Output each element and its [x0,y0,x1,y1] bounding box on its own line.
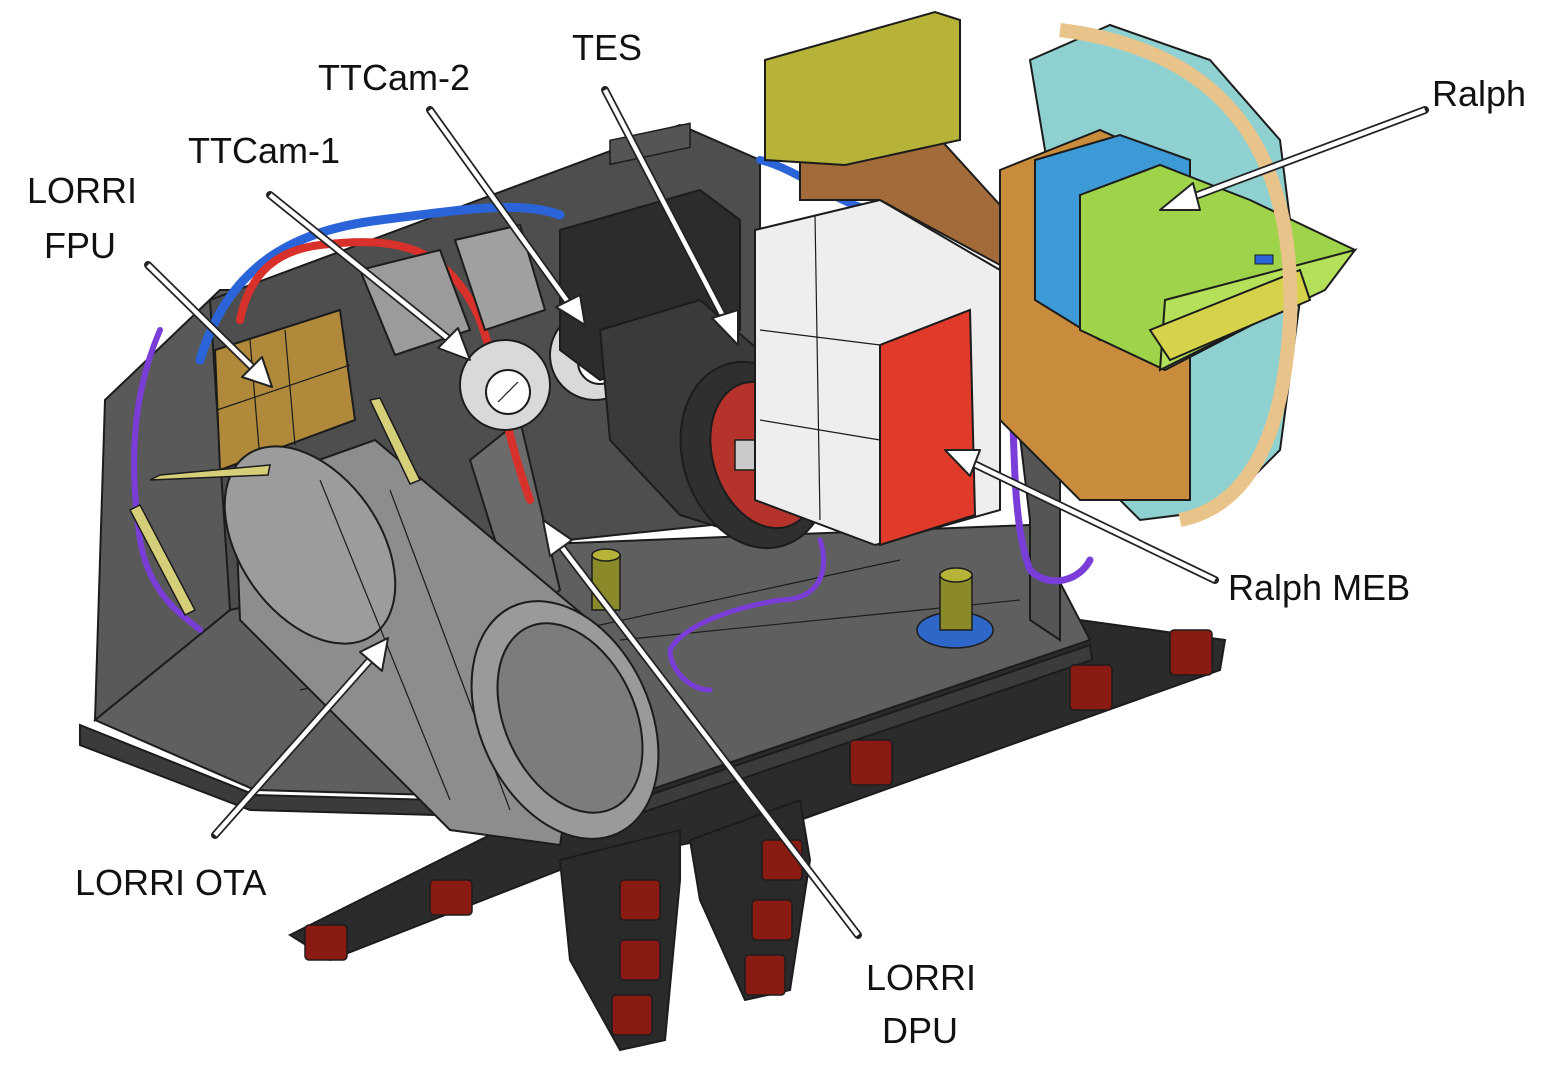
callout-labels: Ralph TES TTCam-2 TTCam-1 LORRI FPU Ralp… [24,24,1529,1054]
meb-red-panel [879,308,977,547]
label-tes: TES [572,27,642,68]
bracket [1169,629,1213,676]
olive-box [764,10,961,167]
bracket [1069,664,1113,711]
ota-support-struts [128,397,422,616]
bracket [619,939,661,981]
ota-mount-ring [223,445,397,645]
bracket [744,954,786,996]
strut-upper [149,464,271,481]
arrow-lorri-dpu [542,519,862,939]
ralph-sunshade-rim [1059,23,1298,527]
label-lorri-fpu-line2: FPU [44,225,116,266]
label-ralph-meb: Ralph MEB [1228,567,1410,608]
blue-cable-harness [195,202,565,365]
bracket [751,899,793,941]
bracket [304,924,348,961]
bracket [611,994,653,1036]
strut-right [368,397,422,485]
lorri-fpu-panel [213,308,357,472]
label-lorri-ota: LORRI OTA [75,862,266,903]
label-ttcam-2: TTCam-2 [318,57,470,98]
ttcam-1-camera [358,248,551,431]
bracket [619,879,661,921]
ralph-yellow-aperture [1148,268,1312,362]
arrow-ttcam-2 [426,106,586,326]
label-lorri-fpu-line1: LORRI [27,170,137,211]
label-lorri-dpu-line1: LORRI [866,957,976,998]
bracket [429,879,473,916]
arrow-lorri-fpu [144,261,273,388]
arrow-ralph [1159,106,1429,211]
arrow-lorri-ota [211,637,389,839]
bracket [849,739,893,786]
purple-cable-floor [667,537,827,693]
ralph-instrument [999,23,1358,527]
label-ralph: Ralph [1432,73,1526,114]
mounting-brackets [304,629,1213,1036]
lorri-fpu-unit [213,308,357,472]
platform-front-edge [79,643,1094,822]
label-lorri-dpu-line2: DPU [882,1010,958,1051]
label-ttcam-1: TTCam-1 [188,130,340,171]
arrow-ttcam-1 [266,191,471,361]
strut-lower [128,504,197,616]
arrow-tes [601,86,739,346]
arrow-ralph-meb [944,449,1219,584]
ota-aperture-inner [496,622,644,814]
callout-arrows [144,86,1429,939]
